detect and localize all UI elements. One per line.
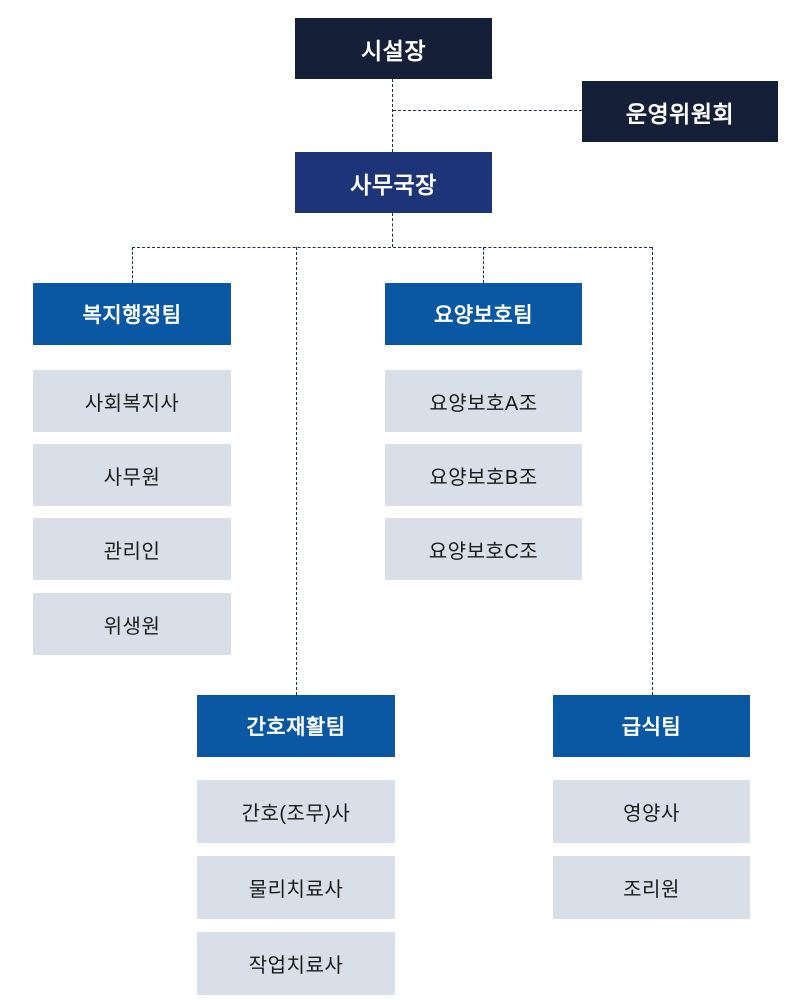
node-member-nutritionist: 영양사 <box>553 780 750 843</box>
node-member-physical-therapist: 물리치료사 <box>197 856 395 919</box>
connector-manager-to-bus <box>392 213 393 247</box>
node-member-sanitation-worker: 위생원 <box>33 593 231 655</box>
node-member-nurse: 간호(조무)사 <box>197 780 395 843</box>
node-member-office-clerk: 사무원 <box>33 444 231 506</box>
connector-to-committee <box>393 110 582 111</box>
node-team-welfare-admin: 복지행정팀 <box>33 283 231 345</box>
connector-drop-meal-service <box>652 247 653 695</box>
connector-drop-care-protection <box>483 247 484 283</box>
node-member-caretaker: 관리인 <box>33 518 231 580</box>
connector-drop-welfare-admin <box>132 247 133 283</box>
node-member-cook: 조리원 <box>553 856 750 919</box>
node-team-meal-service: 급식팀 <box>553 695 750 757</box>
node-member-occupational-therapist: 작업치료사 <box>197 932 395 995</box>
node-facility-director: 시설장 <box>295 18 492 79</box>
node-member-care-group-c: 요양보호C조 <box>385 518 582 580</box>
node-member-care-group-b: 요양보호B조 <box>385 444 582 506</box>
node-member-social-worker: 사회복지사 <box>33 370 231 432</box>
connector-team-bus <box>132 247 652 248</box>
node-member-care-group-a: 요양보호A조 <box>385 370 582 432</box>
node-office-manager: 사무국장 <box>295 152 492 213</box>
connector-director-to-manager <box>392 79 393 152</box>
node-steering-committee: 운영위원회 <box>582 81 778 142</box>
node-team-care-protection: 요양보호팀 <box>385 283 582 345</box>
node-team-nursing-rehab: 간호재활팀 <box>197 695 395 757</box>
connector-drop-nursing-rehab <box>296 247 297 695</box>
